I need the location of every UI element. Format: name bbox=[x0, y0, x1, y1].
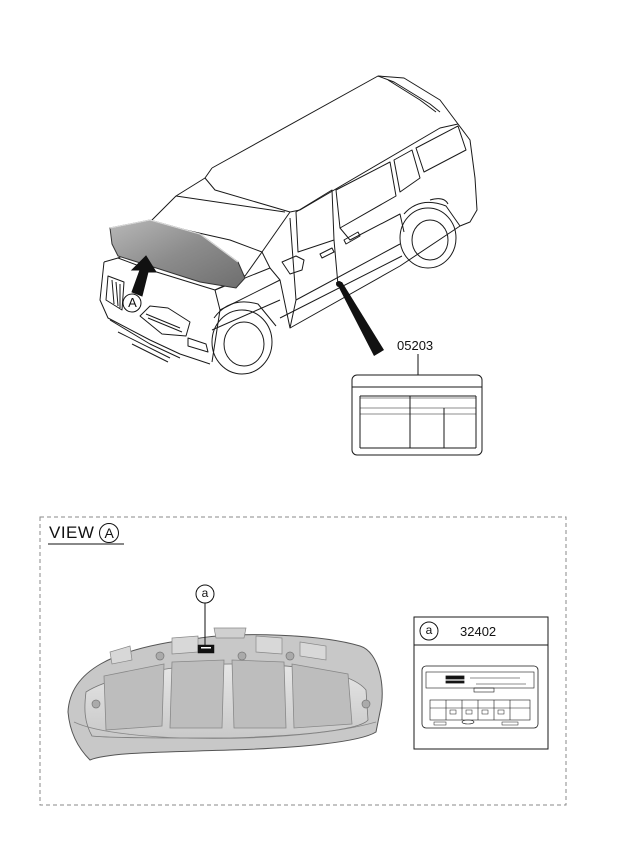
detail-box-32402 bbox=[413, 616, 549, 750]
view-panel-title: VIEW A bbox=[49, 523, 120, 543]
callout-a-label: a bbox=[201, 586, 209, 600]
hood-highlight bbox=[109, 219, 246, 289]
label-05203-drawing bbox=[351, 374, 483, 456]
label-leader-wedge bbox=[336, 282, 384, 356]
view-title-marker: A bbox=[99, 523, 120, 543]
view-arrow-icon bbox=[130, 255, 157, 297]
part-number-05203: 05203 bbox=[397, 338, 434, 353]
hood-label-location bbox=[197, 644, 215, 654]
view-a-marker-circle bbox=[122, 293, 142, 313]
view-title-word: VIEW bbox=[49, 523, 95, 542]
part-number-32402: 32402 bbox=[460, 624, 497, 639]
view-a-marker-label: A bbox=[128, 295, 137, 310]
detail-box-marker-label: a bbox=[425, 623, 433, 637]
hood-underside-drawing bbox=[67, 627, 383, 761]
view-panel-border bbox=[39, 516, 567, 806]
label-32402-drawing bbox=[421, 665, 539, 729]
